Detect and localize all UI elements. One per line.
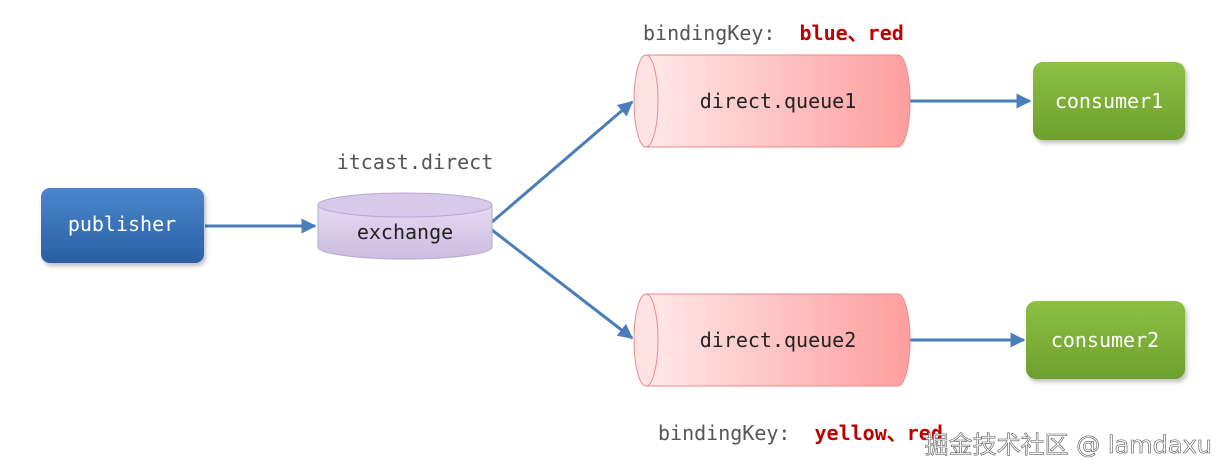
queue2-binding-prefix: bindingKey: <box>658 421 790 445</box>
exchange-cylinder-body <box>317 204 493 260</box>
publisher-box <box>41 188 204 263</box>
publisher-label: publisher <box>68 212 176 236</box>
consumer2-box <box>1026 301 1185 379</box>
consumer1-label: consumer1 <box>1055 89 1163 113</box>
queue1-cylinder-end <box>633 54 659 148</box>
queue1-binding-value: blue、red <box>800 21 904 45</box>
queue2-cylinder-body <box>645 293 911 387</box>
consumer2-node[interactable]: consumer2 <box>1026 301 1185 379</box>
arrows <box>205 93 1032 348</box>
arrow-exchange-to-queue1 <box>491 100 634 224</box>
exchange-label: exchange <box>357 220 453 244</box>
queue2-binding-value: yellow、red <box>815 421 943 445</box>
queue1-binding: bindingKey: blue、red <box>643 21 904 45</box>
queue2-label: direct.queue2 <box>700 328 857 352</box>
queue2-cylinder-end <box>633 293 659 387</box>
queue2-binding: bindingKey: yellow、red <box>658 421 943 445</box>
queue1-node[interactable]: bindingKey: blue、red direct.queue1 <box>633 21 911 148</box>
exchange-name: itcast.direct <box>337 150 494 174</box>
exchange-cylinder-top <box>317 192 493 218</box>
consumer2-label: consumer2 <box>1051 328 1159 352</box>
queue1-binding-prefix: bindingKey: <box>643 21 775 45</box>
publisher-node[interactable]: publisher <box>41 188 204 263</box>
queue1-cylinder-body <box>645 54 911 148</box>
queue2-node[interactable]: direct.queue2 bindingKey: yellow、red <box>633 293 943 445</box>
exchange-node[interactable]: itcast.direct exchange <box>317 150 494 260</box>
arrow-exchange-to-queue2 <box>491 228 634 340</box>
queue1-label: direct.queue1 <box>700 89 857 113</box>
watermark: 掘金技术社区 @ lamdaxu <box>925 431 1212 459</box>
consumer1-node[interactable]: consumer1 <box>1033 62 1185 140</box>
consumer1-box <box>1033 62 1185 140</box>
